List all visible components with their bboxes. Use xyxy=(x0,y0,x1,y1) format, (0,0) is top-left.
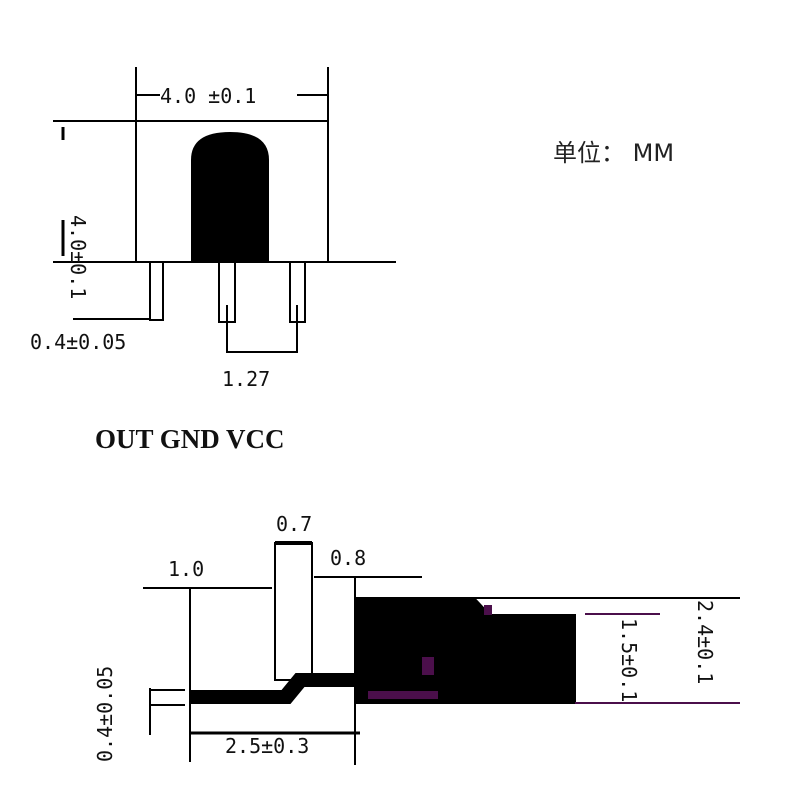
pin-width-label: 0.4±0.05 xyxy=(30,330,126,354)
purple-mark xyxy=(368,691,438,699)
pin-pitch-label: 1.27 xyxy=(222,367,270,391)
body-block xyxy=(354,597,576,704)
lead-profile xyxy=(189,673,356,704)
pitch-dim-line xyxy=(226,305,298,353)
lead-thickness-label: 0.4±0.05 xyxy=(93,666,117,762)
purple-mark xyxy=(484,605,492,615)
purple-mark xyxy=(422,657,434,675)
pin-labels: OUT GND VCC xyxy=(95,424,285,454)
dim-1-0-label: 1.0 xyxy=(168,557,204,581)
dim-0-8-label: 0.8 xyxy=(330,546,366,570)
side-view xyxy=(143,541,740,765)
top-view xyxy=(53,67,396,353)
lens-dome xyxy=(191,131,269,263)
body-height-label: 2.4±0.1 xyxy=(693,600,717,684)
unit-label: 单位： MM xyxy=(553,139,674,167)
height-dim-label: 4.0±0.1 xyxy=(66,215,90,299)
lead-length-label: 2.5±0.3 xyxy=(225,734,309,758)
lens-height-label: 1.5±0.1 xyxy=(617,618,641,702)
pin-out xyxy=(149,261,164,321)
width-dim-label: 4.0 ±0.1 xyxy=(160,84,256,108)
dim-0-7-label: 0.7 xyxy=(276,512,312,536)
lens-profile xyxy=(274,542,313,681)
